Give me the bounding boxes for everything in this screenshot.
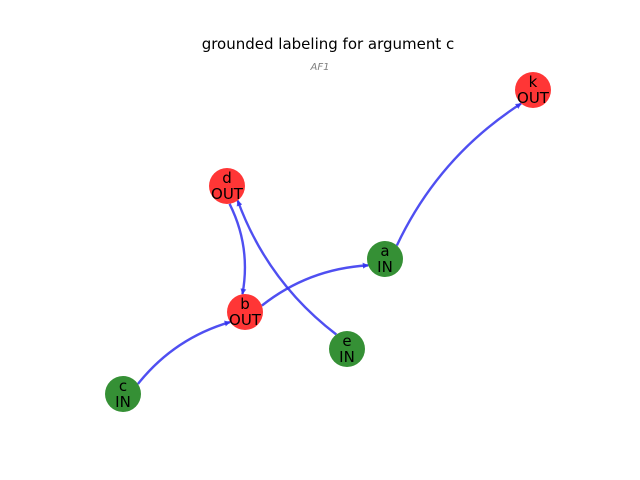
diagram-title: grounded labeling for argument c [202, 35, 455, 53]
node-a[interactable]: aIN [367, 241, 403, 277]
node-status-k: OUT [517, 89, 550, 107]
edge-e-to-d [236, 199, 338, 336]
node-circle-d [209, 168, 245, 204]
node-label-k: k [529, 73, 538, 91]
node-label-e: e [342, 332, 351, 350]
edge-d-to-b [228, 203, 247, 295]
node-status-d: OUT [211, 185, 244, 203]
node-label-b: b [240, 295, 250, 313]
node-circle-c [105, 376, 141, 412]
node-circle-b [227, 294, 263, 330]
node-label-a: a [380, 242, 389, 260]
node-circle-k [515, 72, 551, 108]
node-c[interactable]: cIN [105, 376, 141, 412]
node-label-c: c [119, 377, 127, 395]
edges-group [136, 102, 522, 385]
node-status-a: IN [377, 258, 393, 276]
edge-a-to-k [395, 102, 522, 246]
node-status-b: OUT [229, 311, 262, 329]
node-e[interactable]: eIN [329, 331, 365, 367]
node-circle-a [367, 241, 403, 277]
node-status-c: IN [115, 393, 131, 411]
edge-b-to-a [261, 262, 369, 307]
edge-c-to-b [136, 320, 231, 385]
diagram-subtitle: AF1 [310, 62, 330, 73]
node-status-e: IN [339, 348, 355, 366]
node-label-d: d [222, 169, 232, 187]
node-circle-e [329, 331, 365, 367]
